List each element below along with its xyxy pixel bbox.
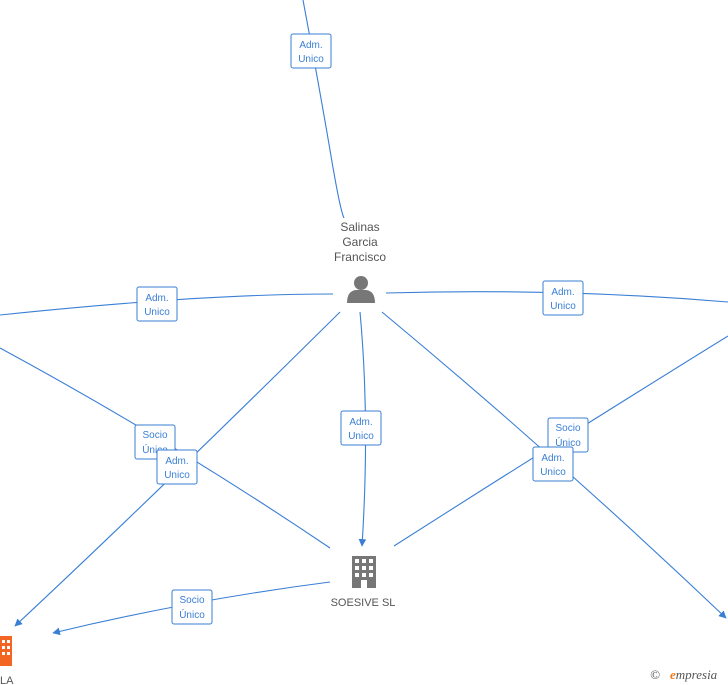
brand-rest: mpresia bbox=[676, 667, 718, 682]
badge-right-adm-line-2: Unico bbox=[540, 467, 566, 478]
badge-bottom-socio-line-1: Socio bbox=[179, 595, 204, 606]
brand-initial: e bbox=[670, 667, 676, 682]
person-name-line-2: Garcia bbox=[342, 235, 378, 249]
person-name-line-1: Salinas bbox=[340, 220, 379, 234]
badge-left-line-1: Adm. bbox=[145, 293, 168, 304]
badge-top-line-2: Unico bbox=[298, 54, 324, 65]
copyright-symbol: © bbox=[650, 667, 660, 682]
badge-left-adm-line-1: Adm. bbox=[165, 456, 188, 467]
badge-right: Adm. Unico bbox=[542, 280, 584, 316]
badge-right-socio-line-1: Socio bbox=[555, 423, 580, 434]
badge-center: Adm. Unico bbox=[340, 410, 382, 446]
badge-left-line-2: Unico bbox=[144, 307, 170, 318]
badge-top-line-1: Adm. bbox=[299, 40, 322, 51]
company-name-soesive: SOESIVE SL bbox=[331, 597, 396, 609]
badge-left-adm: Adm. Unico bbox=[156, 449, 198, 485]
badge-left: Adm. Unico bbox=[136, 286, 178, 322]
company-node-bottom-left[interactable]: LA bbox=[0, 636, 14, 685]
badge-right-adm: Adm. Unico bbox=[532, 446, 574, 482]
badge-center-line-1: Adm. bbox=[349, 417, 372, 428]
badge-bottom-socio-line-2: Único bbox=[179, 608, 205, 621]
brand-logo: empresia bbox=[670, 667, 718, 682]
company-name-fragment: LA bbox=[0, 675, 14, 685]
badge-right-line-2: Unico bbox=[550, 301, 576, 312]
badge-top: Adm. Unico bbox=[290, 33, 332, 69]
badge-left-socio-line-1: Socio bbox=[142, 430, 167, 441]
person-name-line-3: Francisco bbox=[334, 250, 386, 264]
person-node[interactable]: Salinas Garcia Francisco bbox=[334, 220, 386, 303]
badge-center-line-2: Unico bbox=[348, 431, 374, 442]
edge-top-to-person bbox=[302, 0, 345, 219]
badge-left-adm-line-2: Unico bbox=[164, 470, 190, 481]
edges bbox=[0, 0, 728, 636]
badge-bottom-socio: Socio Único bbox=[171, 589, 213, 625]
badge-right-line-1: Adm. bbox=[551, 287, 574, 298]
brand-watermark: © empresia bbox=[650, 667, 718, 682]
badge-right-socio: Socio Único bbox=[547, 417, 589, 453]
company-node-soesive[interactable]: SOESIVE SL bbox=[331, 556, 396, 609]
building-icon bbox=[352, 556, 376, 588]
badge-right-socio-line-2: Único bbox=[555, 436, 581, 449]
edge-badges: Adm. Unico Adm. Unico Adm. Unico Adm. Un… bbox=[134, 33, 589, 625]
building-icon bbox=[0, 636, 12, 666]
edge-person-to-left bbox=[0, 293, 334, 316]
person-icon bbox=[347, 276, 375, 303]
badge-right-adm-line-1: Adm. bbox=[541, 453, 564, 464]
